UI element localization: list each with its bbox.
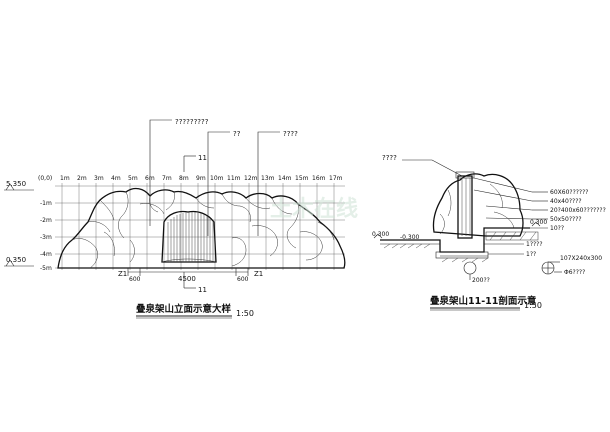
section-level-mid: -0.300 <box>400 234 420 241</box>
section-note: 1???? <box>526 241 543 248</box>
callout-label-planting: ???? <box>283 130 298 138</box>
section-title: 叠泉架山11-11剖面示意 <box>430 295 537 307</box>
callout-label-waterfall: ?? <box>233 130 241 138</box>
grid-column-label: 7m <box>162 175 172 182</box>
section-mark-bottom: 11 <box>198 286 207 294</box>
zone-label-right: Z1 <box>254 270 263 278</box>
dimension-main: 4500 <box>178 275 196 283</box>
section-note: 60X60?????? <box>550 189 589 196</box>
callout-label-rockery: ????????? <box>175 118 209 126</box>
section-bottom-callouts: 1???? 1?? 200?? 107X240x300 Φ6???? <box>469 241 602 284</box>
grid-column-label: 8m <box>179 175 189 182</box>
level-marker-bottom: 0.350 <box>4 256 34 267</box>
section-level-right: 0.300 <box>530 219 547 226</box>
grid-column-label: 14m <box>278 175 292 182</box>
grid-column-label: 17m <box>329 175 343 182</box>
section-scale: 1:50 <box>524 301 542 310</box>
grid-column-label: 5m <box>128 175 138 182</box>
grid-column-label: 11m <box>227 175 241 182</box>
section-note: 40x40???? <box>550 198 582 205</box>
section-level-left: 0.300 <box>372 231 389 238</box>
elevation-dimension: 600 4500 600 <box>127 268 249 283</box>
section-note: 50x50???? <box>550 216 582 223</box>
grid-row-label: -2m <box>40 217 52 224</box>
grid-row-labels: -1m -2m -3m -4m -5m <box>40 200 52 272</box>
section-note: 200?? <box>472 277 490 284</box>
grid-column-label: 12m <box>244 175 258 182</box>
elevation-scale: 1:50 <box>236 309 254 318</box>
section-note: 10?? <box>550 225 564 232</box>
zone-label-left: Z1 <box>118 270 127 278</box>
grid-column-label: 13m <box>261 175 275 182</box>
section-pool-base <box>380 227 539 263</box>
grid-column-label: 4m <box>111 175 121 182</box>
section-note: 20?400x60??????? <box>550 207 606 214</box>
section-right-callouts: 60X60?????? 40x40???? 20?400x60??????? 5… <box>473 177 606 232</box>
section-note: 107X240x300 <box>560 255 602 262</box>
section-note: 1?? <box>526 251 536 258</box>
grid-column-label: 15m <box>295 175 309 182</box>
grid-origin-label: (0,0) <box>38 175 52 182</box>
elevation-drawing: 5.350 0.350 (0,0) 1m 2m 3m 4m 5m 6m 7m 8… <box>4 118 346 319</box>
grid-column-label: 2m <box>77 175 87 182</box>
grid-column-label: 10m <box>210 175 224 182</box>
grid-column-label: 9m <box>196 175 206 182</box>
section-cut-marks: 11 11 <box>183 154 207 294</box>
section-drawing: ???? <box>372 154 606 311</box>
grid-row-label: -1m <box>40 200 52 207</box>
dimension-right: 600 <box>237 276 249 283</box>
section-rockery <box>432 173 524 237</box>
level-label-bottom: 0.350 <box>6 256 26 264</box>
grid-column-label: 3m <box>94 175 104 182</box>
section-mark-top: 11 <box>198 154 207 162</box>
grid-row-label: -4m <box>40 251 52 258</box>
grid-row-label: -5m <box>40 265 52 272</box>
level-marker-top: 5.350 <box>4 180 34 191</box>
grid-column-label: 1m <box>60 175 70 182</box>
grid-column-labels: 1m 2m 3m 4m 5m 6m 7m 8m 9m 10m 11m 12m 1… <box>60 175 343 182</box>
watermark-text: 土木在线 <box>270 196 358 222</box>
section-pipes <box>463 261 555 275</box>
elevation-callouts: ????????? ?? ???? <box>149 118 298 236</box>
grid-column-label: 16m <box>312 175 326 182</box>
level-label-top: 5.350 <box>6 180 26 188</box>
grid-row-label: -3m <box>40 234 52 241</box>
section-pillar <box>455 171 475 239</box>
section-callout-top: ???? <box>382 154 397 162</box>
waterfall-cascade <box>161 210 217 263</box>
dimension-left: 600 <box>129 276 141 283</box>
section-note: Φ6???? <box>564 269 585 276</box>
rockery-outline <box>57 187 346 269</box>
elevation-title: 叠泉架山立面示意大样 <box>136 303 232 315</box>
